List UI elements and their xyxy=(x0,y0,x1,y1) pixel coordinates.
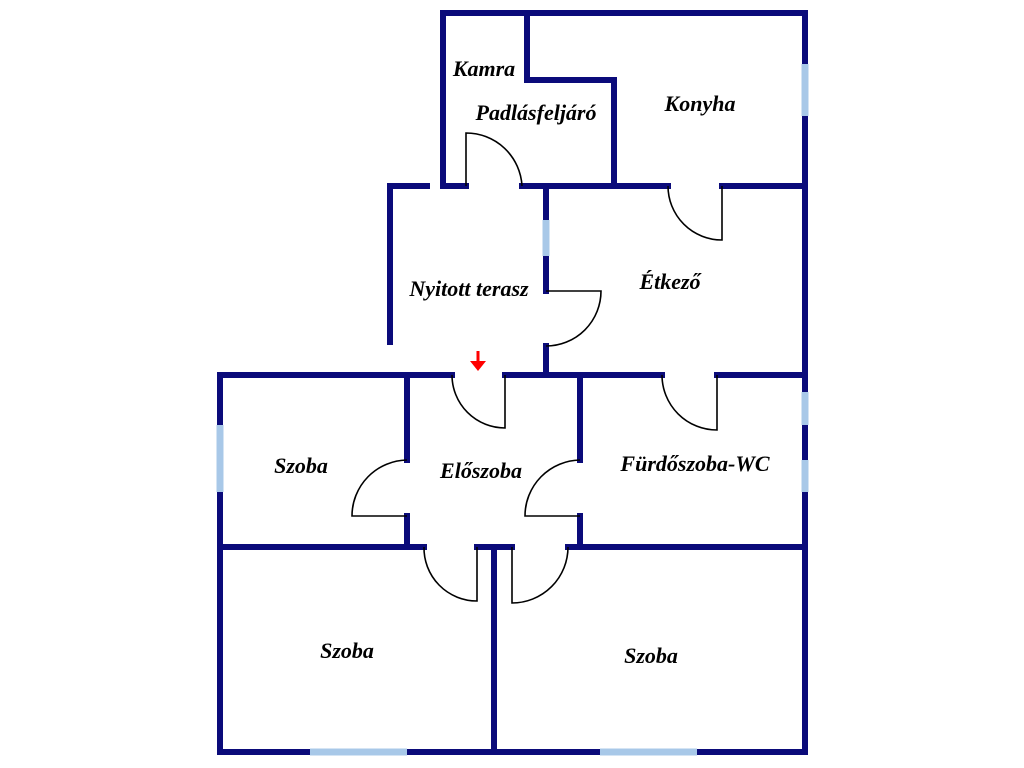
room-label-kamra: Kamra xyxy=(452,56,515,81)
room-label-konyha: Konyha xyxy=(664,91,736,116)
room-label-padlasfeljaro: Padlásfeljáró xyxy=(475,100,597,125)
door-entrance xyxy=(451,374,506,429)
door-padlas xyxy=(465,132,523,187)
room-label-furdoszoba-wc: Fürdőszoba-WC xyxy=(619,451,769,476)
room-label-eloszoba: Előszoba xyxy=(439,458,522,483)
down-arrow-icon xyxy=(470,351,486,371)
door-eloszoba-furdo xyxy=(524,459,581,517)
door-konyha-etkezo xyxy=(667,185,723,241)
room-label-etkezo: Étkező xyxy=(638,269,702,294)
room-label-nyitott-terasz: Nyitott terasz xyxy=(408,276,529,301)
doors xyxy=(351,132,723,604)
door-eloszoba-szoba xyxy=(351,459,408,517)
room-label-szoba-left: Szoba xyxy=(274,453,328,478)
room-label-szoba-bottom-right: Szoba xyxy=(624,643,678,668)
windows xyxy=(216,64,809,756)
door-szoba-bottom-left xyxy=(423,546,478,602)
room-label-szoba-bottom-left: Szoba xyxy=(320,638,374,663)
wall-kamra-divider xyxy=(524,10,617,189)
door-etkezo-furdo xyxy=(661,374,718,431)
door-szoba-bottom-right xyxy=(511,546,569,604)
door-terasz-etkezo xyxy=(545,290,602,347)
